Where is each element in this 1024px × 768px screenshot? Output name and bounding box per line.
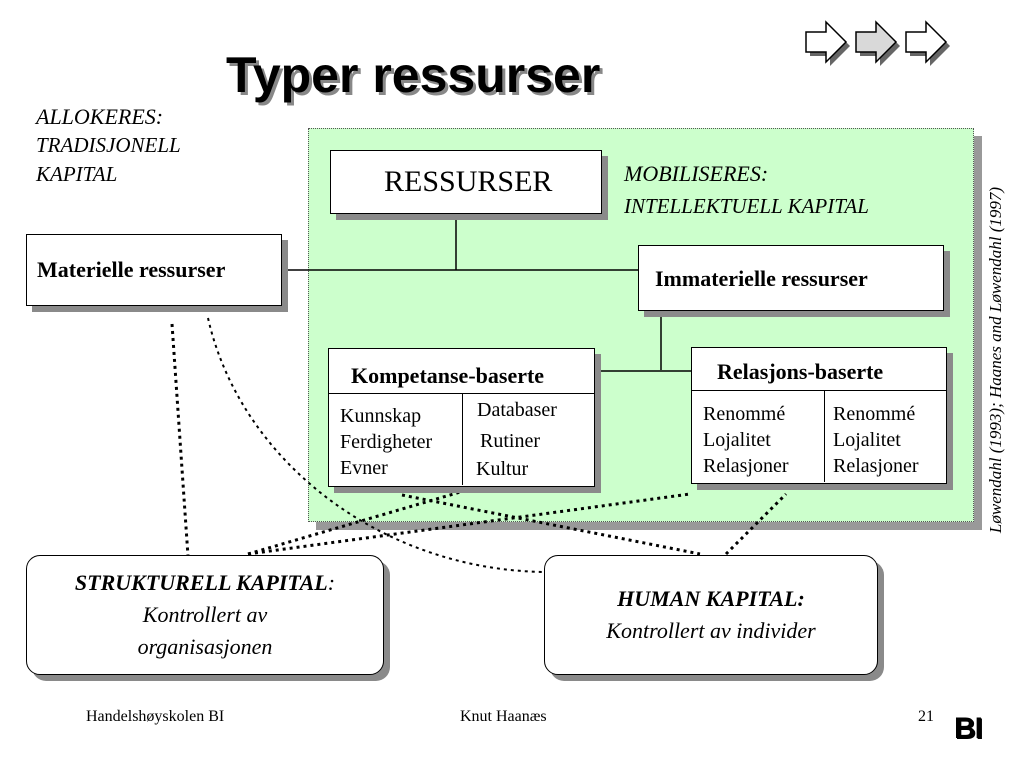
footer-school: Handelshøyskolen BI: [86, 708, 225, 725]
nav-arrows: [800, 16, 960, 77]
bi-logo: BI: [954, 712, 983, 745]
kompetanse-right-item-3: Kultur: [476, 458, 529, 480]
footer-page-number: 21: [918, 708, 934, 725]
relasjons-left-list: Renommé Lojalitet Relasjoner: [703, 401, 789, 479]
mobiliseres-block: MOBILISERES: INTELLEKTUELL KAPITAL: [624, 158, 869, 222]
kompetanse-title: Kompetanse-baserte: [351, 363, 545, 388]
allokeres-heading: ALLOKERES:: [36, 104, 164, 129]
list-item: Lojalitet: [833, 429, 901, 451]
immaterielle-label: Immaterielle ressurser: [655, 266, 868, 291]
source-citation: Løwendahl (1993); Haanes and Løwendahl (…: [986, 186, 1005, 534]
list-item: Relasjoner: [703, 455, 789, 477]
list-item: Kunnskap: [340, 405, 422, 427]
relasjons-right-list: Renommé Lojalitet Relasjoner: [833, 401, 919, 479]
relasjons-title: Relasjons-baserte: [717, 359, 884, 384]
human-line1: Kontrollert av individer: [606, 618, 816, 643]
materielle-box: Materielle ressurser: [26, 234, 282, 306]
footer-author: Knut Haanæs: [460, 708, 547, 725]
ressurser-label: RESSURSER: [384, 165, 553, 198]
allokeres-line2: KAPITAL: [36, 162, 118, 186]
strukturell-colon: :: [327, 570, 336, 595]
list-item: Ferdigheter: [340, 431, 433, 453]
materielle-label: Materielle ressurser: [37, 257, 226, 282]
list-item: Lojalitet: [703, 429, 771, 451]
strukturell-line1: Kontrollert av: [142, 602, 268, 627]
mobiliseres-heading: MOBILISERES:: [624, 161, 769, 186]
list-item: Relasjoner: [833, 455, 919, 477]
human-heading: HUMAN KAPITAL:: [617, 586, 805, 611]
list-item: Renommé: [703, 403, 786, 425]
human-text: HUMAN KAPITAL: Kontrollert av individer: [545, 583, 877, 647]
immaterielle-box: Immaterielle ressurser: [638, 245, 944, 311]
kompetanse-divider: [329, 393, 594, 394]
strukturell-line2: organisasjonen: [137, 634, 273, 659]
kompetanse-right-item-2: Rutiner: [480, 430, 540, 452]
relasjons-box: Relasjons-baserte Renommé Lojalitet Rela…: [691, 347, 947, 484]
strukturell-heading: STRUKTURELL KAPITAL: [74, 570, 328, 595]
strukturell-box: STRUKTURELL KAPITAL: Kontrollert av orga…: [26, 555, 384, 675]
relasjons-column-divider: [824, 390, 825, 482]
allokeres-block: ALLOKERES: TRADISJONELL KAPITAL: [36, 102, 181, 189]
list-item: Evner: [340, 457, 388, 479]
arrow-right-icon[interactable]: [905, 20, 950, 66]
relasjons-divider: [692, 390, 946, 391]
list-item: Renommé: [833, 403, 916, 425]
arrow-right-icon[interactable]: [855, 20, 900, 66]
allokeres-line1: TRADISJONELL: [36, 133, 181, 157]
kompetanse-box: Kompetanse-baserte Kunnskap Ferdigheter …: [328, 348, 595, 487]
kompetanse-right-item-1: Databaser: [477, 399, 557, 421]
ressurser-box: RESSURSER: [330, 150, 602, 214]
arrow-right-icon[interactable]: [805, 20, 850, 66]
mobiliseres-line1: INTELLEKTUELL KAPITAL: [624, 194, 869, 218]
kompetanse-column-divider: [462, 393, 463, 485]
slide-title: Typer ressurser: [226, 47, 601, 103]
kompetanse-left-list: Kunnskap Ferdigheter Evner: [340, 403, 432, 481]
human-box: HUMAN KAPITAL: Kontrollert av individer: [544, 555, 878, 675]
strukturell-text: STRUKTURELL KAPITAL: Kontrollert av orga…: [27, 567, 383, 663]
